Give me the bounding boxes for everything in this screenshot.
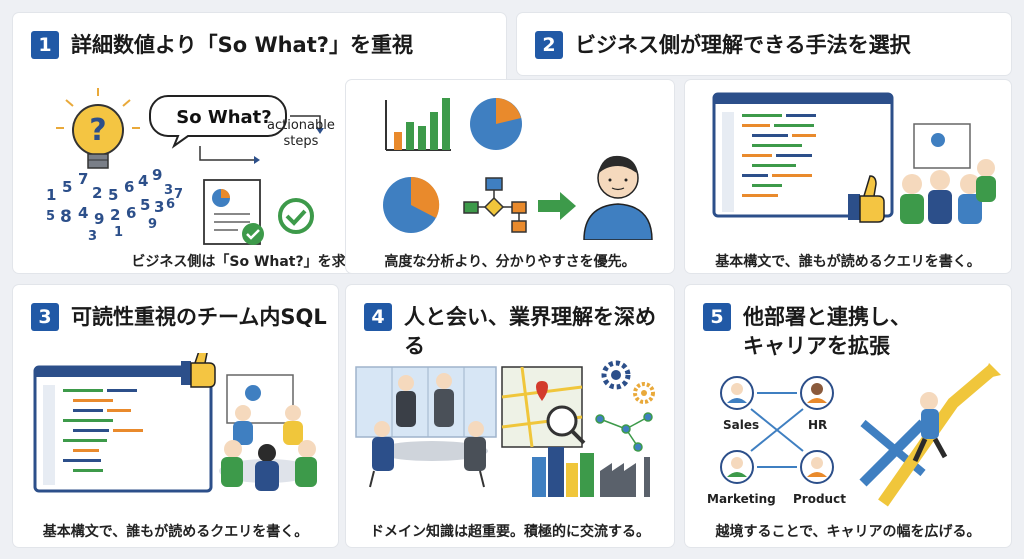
card-caption: 基本構文で、誰もが読めるクエリを書く。 — [715, 254, 981, 270]
code-lines — [43, 385, 143, 485]
svg-text:9: 9 — [94, 210, 104, 228]
step-number-badge: 5 — [703, 303, 731, 331]
thinking-person-icon — [583, 155, 653, 240]
career-paths-icon — [859, 363, 1001, 507]
svg-text:4: 4 — [138, 172, 148, 190]
step-number-badge: 2 — [535, 31, 563, 59]
card-title: 可読性重視のチーム内SQL — [71, 305, 327, 329]
svg-text:3: 3 — [88, 229, 97, 244]
gear-icon — [601, 360, 655, 404]
card-title: 詳細数値より「So What?」を重視 — [71, 33, 413, 57]
card-title: 人と会い、業界理解を深める — [404, 305, 656, 358]
step-number-badge: 4 — [364, 303, 392, 331]
svg-text:9: 9 — [148, 217, 157, 232]
svg-text:7: 7 — [78, 170, 88, 188]
svg-text:6: 6 — [124, 178, 134, 196]
role-label-product: Product — [793, 492, 846, 506]
pie-chart-icon — [470, 98, 522, 150]
avatar-hr — [800, 376, 834, 410]
svg-text:?: ? — [89, 113, 106, 148]
svg-text:9: 9 — [152, 166, 162, 184]
role-label-hr: HR — [808, 418, 828, 432]
card-caption: 基本構文で、誰もが読めるクエリを書く。 — [42, 524, 309, 540]
avatar-product — [800, 450, 834, 484]
arrow-right-icon — [538, 192, 576, 220]
svg-text:7: 7 — [174, 187, 183, 202]
map-icon — [501, 366, 586, 448]
analysis-illustration — [383, 98, 653, 240]
svg-text:6: 6 — [166, 197, 175, 212]
card-career: 5 他部署と連携し、 キャリアを拡張 Sales HR Marketing Pr… — [685, 285, 1011, 547]
actionable-steps-label: actionable steps — [267, 118, 335, 149]
svg-text:3: 3 — [154, 198, 164, 216]
presentation-team-icon — [900, 123, 996, 224]
role-label-marketing: Marketing — [707, 492, 776, 506]
svg-text:5: 5 — [108, 186, 118, 204]
card-readable-sql: 3 可読性重視のチーム内SQL — [13, 285, 338, 547]
report-icon — [203, 179, 264, 245]
card-basic-query: 基本構文で、誰もが読めるクエリを書く。 — [685, 80, 1011, 273]
lightbulb-icon: ? — [56, 88, 140, 169]
card-domain-knowledge: 4 人と会い、業界理解を深める — [346, 285, 674, 547]
step-number-badge: 1 — [31, 31, 59, 59]
card-caption: ドメイン知識は超重要。積極的に交流する。 — [370, 524, 650, 540]
card-header: 5 他部署と連携し、 キャリアを拡張 — [703, 303, 911, 361]
thumbs-up-icon — [848, 175, 885, 223]
role-label-sales: Sales — [723, 418, 760, 432]
svg-text:1: 1 — [46, 186, 56, 204]
card-header: 4 人と会い、業界理解を深める — [364, 303, 674, 361]
card-title: 他部署と連携し、 キャリアを拡張 — [743, 305, 911, 358]
svg-text:3: 3 — [164, 183, 173, 198]
card-title: ビジネス側が理解できる手法を選択 — [575, 33, 911, 57]
card-header: 3 可読性重視のチーム内SQL — [31, 303, 327, 332]
avatar-sales — [720, 376, 754, 410]
card-methods-header: 2 ビジネス側が理解できる手法を選択 — [517, 13, 1011, 75]
network-icon — [595, 412, 653, 452]
svg-text:5: 5 — [62, 178, 72, 196]
readable-sql-illustration — [33, 353, 317, 493]
step-number-badge: 3 — [31, 303, 59, 331]
team-meeting-icon — [219, 374, 317, 491]
svg-text:5: 5 — [140, 196, 150, 214]
card-caption: 高度な分析より、分かりやすさを優先。 — [384, 254, 636, 270]
svg-text:4: 4 — [78, 204, 88, 222]
code-lines — [722, 112, 816, 212]
card-header: 2 ビジネス側が理解できる手法を選択 — [535, 31, 911, 60]
svg-text:2: 2 — [92, 184, 102, 202]
pie-chart-large-icon — [383, 176, 440, 233]
card-caption: ビジネス側は「So What?」を求める。 — [131, 254, 388, 270]
bar-chart-icon — [385, 98, 451, 151]
code-screen-illustration — [712, 92, 996, 224]
svg-text:2: 2 — [110, 206, 120, 224]
svg-text:8: 8 — [60, 207, 72, 227]
card-header: 1 詳細数値より「So What?」を重視 — [31, 31, 413, 60]
meeting-map-illustration — [355, 360, 655, 497]
card-methods: 高度な分析より、分かりやすさを優先。 — [346, 80, 674, 273]
svg-text:1: 1 — [114, 225, 123, 240]
avatar-marketing — [720, 450, 754, 484]
city-skyline-icon — [532, 447, 650, 497]
office-meeting-icon — [355, 366, 497, 488]
department-network — [720, 376, 834, 484]
flowchart-icon — [463, 177, 527, 233]
thumbs-up-icon — [181, 353, 216, 388]
so-what-bubble: So What? — [149, 95, 287, 149]
svg-text:5: 5 — [46, 209, 55, 224]
card-caption: 越境することで、キャリアの幅を広げる。 — [715, 524, 981, 540]
check-icon — [278, 198, 314, 234]
bubble-text: So What? — [176, 107, 271, 128]
career-illustration — [720, 363, 1001, 507]
svg-text:6: 6 — [126, 204, 136, 222]
